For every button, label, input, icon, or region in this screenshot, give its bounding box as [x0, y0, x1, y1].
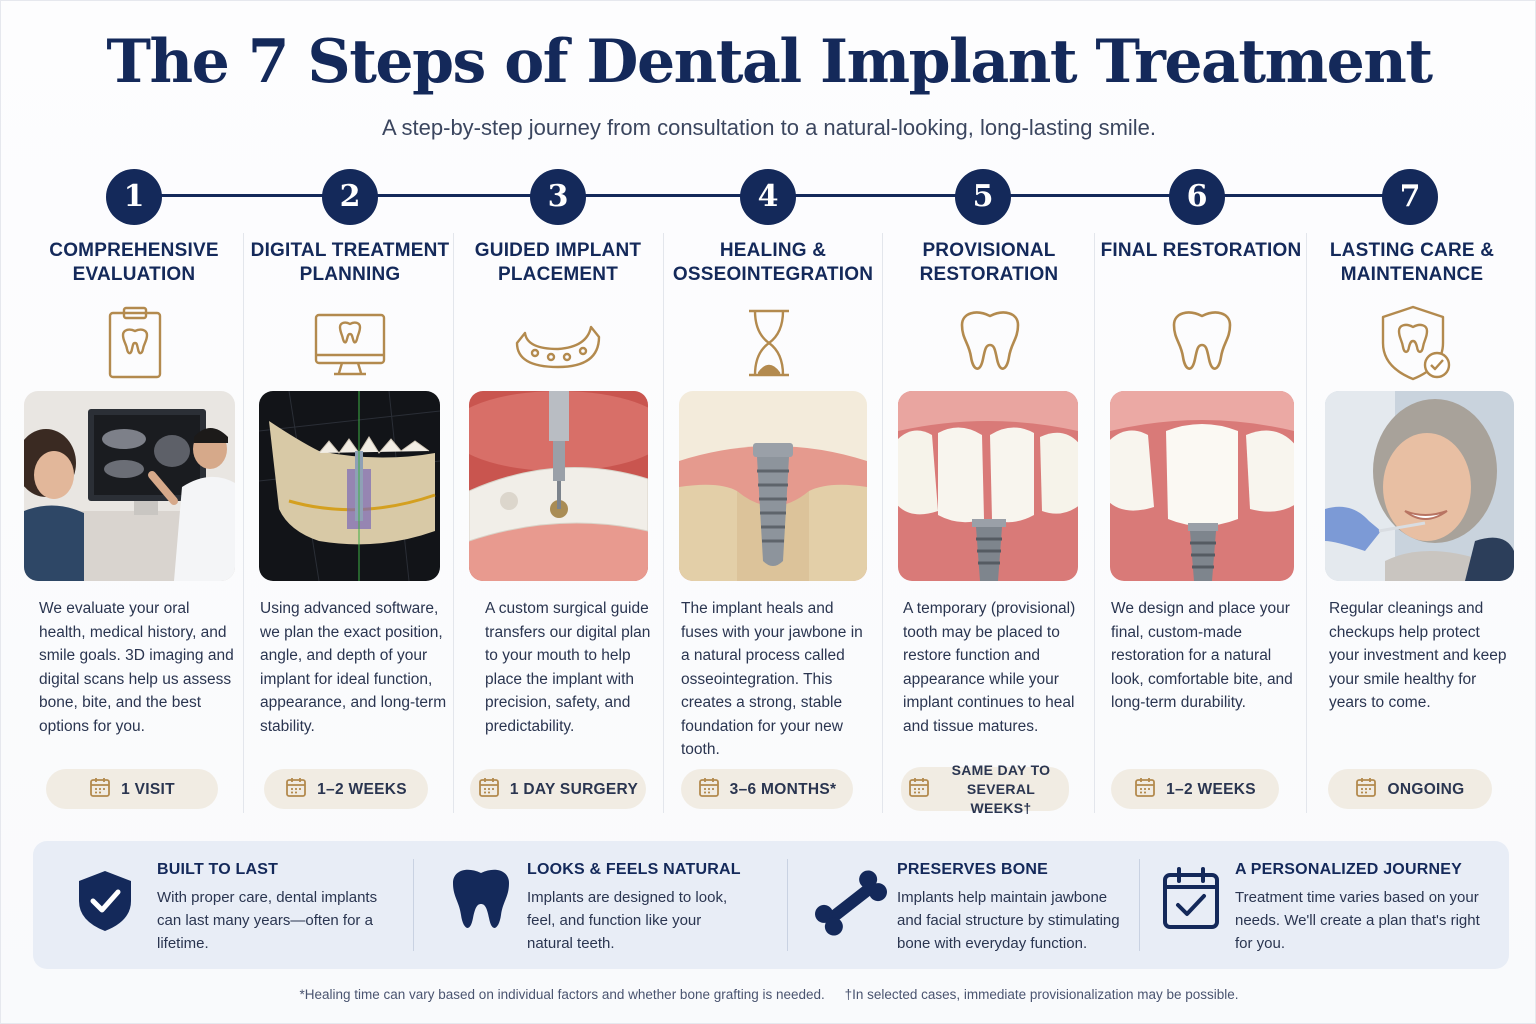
step-title: PROVISIONAL RESTORATION [919, 240, 1059, 285]
calendar-icon [1355, 776, 1377, 803]
surgical-guide-icon [511, 303, 605, 383]
step-2: 2 DIGITAL TREATMENT PLANNING Using advan… [245, 169, 455, 819]
shield-check-icon [77, 869, 133, 938]
step-title: HEALING & OSSEOINTEGRATION [672, 240, 874, 285]
footnotes: *Healing time can vary based on individu… [1, 987, 1536, 1002]
bone-icon [811, 867, 891, 944]
calendar-icon [1134, 776, 1156, 803]
clipboard-tooth-icon [96, 303, 176, 383]
calendar-icon [285, 776, 307, 803]
step-description: Using advanced software, we plan the exa… [260, 600, 447, 735]
page-title: The 7 Steps of Dental Implant Treatment [106, 27, 1433, 97]
column-divider [1094, 233, 1095, 813]
benefit-text: Implants help maintain jawbone and facia… [897, 889, 1120, 952]
step-7: 7 LASTING CARE & MAINTENANCE [1307, 169, 1517, 819]
duration-pill: 1 DAY SURGERY [470, 769, 646, 809]
footnote-provisional: †In selected cases, immediate provisiona… [844, 987, 1239, 1002]
calendar-icon [698, 776, 720, 803]
implant-in-bone-photo [679, 391, 867, 581]
column-divider [663, 233, 664, 813]
duration-label: 3–6 MONTHS* [729, 780, 837, 798]
column-divider [453, 233, 454, 813]
duration-pill: SAME DAY TO SEVERAL WEEKS† [901, 762, 1069, 816]
benefit-divider [787, 859, 788, 951]
duration-pill: ONGOING [1328, 769, 1492, 809]
benefit-title: BUILT TO LAST [157, 861, 279, 878]
footnote-healing: *Healing time can vary based on individu… [299, 987, 825, 1002]
benefit-text: Implants are designed to look, feel, and… [527, 889, 728, 952]
calendar-icon [478, 776, 500, 803]
benefit-text: Treatment time varies based on your need… [1235, 889, 1480, 952]
step-number-badge: 6 [1169, 169, 1225, 225]
step-4: 4 HEALING & OSSEOINTEGRATION The implant… [665, 169, 875, 819]
column-divider [882, 233, 883, 813]
duration-pill: 1–2 WEEKS [264, 769, 428, 809]
provisional-crown-photo [898, 391, 1078, 581]
step-6: 6 FINAL RESTORATION We design and place … [1096, 169, 1306, 819]
calendar-icon [908, 776, 930, 803]
benefit-preserves-bone: PRESERVES BONE Implants help maintain ja… [787, 841, 1139, 969]
benefit-title: PRESERVES BONE [897, 861, 1048, 878]
calendar-icon [89, 776, 111, 803]
guided-drill-photo [469, 391, 648, 581]
calendar-check-icon [1161, 865, 1221, 936]
step-number-badge: 2 [322, 169, 378, 225]
step-description: We evaluate your oral health, medical hi… [39, 600, 234, 735]
page-subtitle: A step-by-step journey from consultation… [381, 115, 1157, 140]
step-title: COMPREHENSIVE EVALUATION [49, 240, 219, 285]
benefit-built-to-last: BUILT TO LAST With proper care, dental i… [33, 841, 413, 969]
step-description: A temporary (provisional) tooth may be p… [903, 600, 1076, 735]
column-divider [243, 233, 244, 813]
3d-jaw-model-photo [259, 391, 440, 581]
duration-label: 1–2 WEEKS [317, 780, 407, 798]
step-number-badge: 3 [530, 169, 586, 225]
duration-pill: 3–6 MONTHS* [681, 769, 853, 809]
step-description: A custom surgical guide transfers our di… [485, 600, 651, 735]
step-description: Regular cleanings and checkups help prot… [1329, 600, 1507, 711]
benefit-personalized-journey: A PERSONALIZED JOURNEY Treatment time va… [1139, 841, 1509, 969]
step-description: We design and place your final, custom-m… [1111, 600, 1293, 711]
step-description: The implant heals and fuses with your ja… [681, 600, 863, 758]
duration-label: 1 VISIT [121, 780, 175, 798]
hourglass-icon [729, 303, 809, 383]
benefit-title: A PERSONALIZED JOURNEY [1235, 861, 1462, 878]
smiling-patient-photo [1325, 391, 1514, 581]
benefit-divider [1139, 859, 1140, 951]
step-1: 1 COMPREHENSIVE EVALUATION [24, 169, 239, 819]
benefits-panel: BUILT TO LAST With proper care, dental i… [33, 841, 1509, 969]
column-divider [1306, 233, 1307, 813]
step-number-badge: 4 [740, 169, 796, 225]
duration-label: 1–2 WEEKS [1166, 780, 1256, 798]
step-5: 5 PROVISIONAL RESTORATION A temporary (p… [884, 169, 1094, 819]
step-number-badge: 7 [1382, 169, 1438, 225]
duration-pill: 1–2 WEEKS [1111, 769, 1279, 809]
step-title: GUIDED IMPLANT PLACEMENT [474, 240, 642, 285]
duration-label: 1 DAY SURGERY [509, 780, 639, 798]
benefit-text: With proper care, dental implants can la… [157, 889, 378, 952]
duration-pill: 1 VISIT [46, 769, 218, 809]
step-title: LASTING CARE & MAINTENANCE [1329, 240, 1495, 285]
dentist-reviewing-scan-photo [24, 391, 235, 581]
duration-label: SAME DAY TO SEVERAL WEEKS† [951, 761, 1051, 816]
tooth-icon [1162, 303, 1242, 383]
benefit-divider [413, 859, 414, 951]
benefit-looks-natural: LOOKS & FEELS NATURAL Implants are desig… [413, 841, 787, 969]
step-number-badge: 1 [106, 169, 162, 225]
step-number-badge: 5 [955, 169, 1011, 225]
step-title: FINAL RESTORATION [1100, 240, 1302, 261]
shield-tooth-check-icon [1373, 303, 1453, 383]
tooth-icon [449, 865, 513, 942]
final-crown-photo [1110, 391, 1294, 581]
duration-label: ONGOING [1387, 780, 1465, 798]
monitor-tooth-icon [310, 303, 390, 383]
step-3: 3 GUIDED IMPLANT PLACEMENT A custom surg… [453, 169, 663, 819]
step-title: DIGITAL TREATMENT PLANNING [250, 240, 450, 285]
benefit-title: LOOKS & FEELS NATURAL [527, 861, 741, 878]
tooth-icon [950, 303, 1030, 383]
